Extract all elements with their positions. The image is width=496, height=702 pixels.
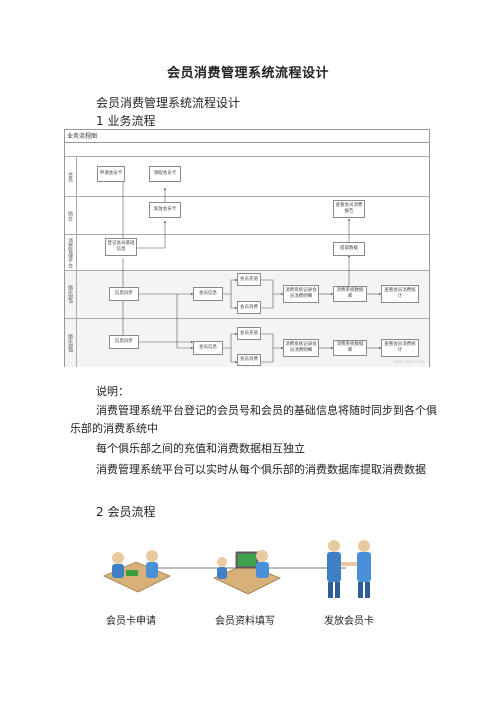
- lane-label: 会员: [65, 157, 77, 196]
- section-heading-business-flow: 1 业务流程: [96, 114, 156, 128]
- lane-label: 俱乐部A: [65, 271, 77, 318]
- lane-frontdesk: 前台: [65, 197, 429, 235]
- explanation-line-1: 消费管理系统平台登记的会员号和会员的基础信息将随时同步到各个俱乐部的消费系统中: [70, 404, 437, 435]
- box-issue-card: 发放会员卡: [149, 202, 181, 218]
- box-club-b-query: 查看会员消费统计: [381, 339, 419, 357]
- box-club-b-record: 消费系统记录会员消费明细: [283, 339, 319, 357]
- flowchart-header: 业务流程图: [65, 130, 429, 143]
- member-step-label: 发放会员卡: [324, 616, 374, 627]
- info-entry-icon: [213, 550, 281, 595]
- box-club-a-db: 消费系统数据库: [333, 286, 367, 302]
- member-step-label: 会员资料填写: [215, 616, 275, 627]
- box-club-a-recharge: 会员充值: [237, 273, 261, 286]
- lane-label: 消费管理平台: [65, 235, 77, 270]
- lane-platform: 消费管理平台: [65, 235, 429, 271]
- section-heading-member-flow: 2 会员流程: [96, 505, 156, 519]
- lane-member: 会员: [65, 157, 429, 197]
- card-application-icon: [103, 550, 171, 593]
- explanation-label: 说明：: [96, 385, 129, 398]
- box-club-b-recharge: 会员充值: [237, 327, 261, 340]
- box-apply-card: 申请会员卡: [97, 166, 125, 182]
- explanation-line-3: 消费管理系统平台可以实时从每个俱乐部的消费数据库提取消费数据: [96, 463, 426, 476]
- explanation-line-2: 每个俱乐部之间的充值和消费数据相互独立: [96, 442, 305, 455]
- box-club-b-sync: 信息同步: [109, 335, 139, 349]
- box-club-a-member-info: 会员信息: [193, 287, 223, 301]
- lane-label: 俱乐部B: [65, 319, 77, 367]
- member-flow-illustration: 会员卡申请 会员资料填写 发放会员卡: [96, 532, 408, 630]
- card-issue-handshake-icon: [327, 540, 371, 598]
- document-title: 会员消费管理系统流程设计: [166, 66, 329, 81]
- document-subtitle: 会员消费管理系统流程设计: [96, 96, 241, 110]
- member-step-label: 会员卡申请: [106, 616, 156, 627]
- box-receive-card: 领取会员卡: [149, 166, 181, 182]
- business-flowchart: 业务流程图 会员 前台 消费管理平台 俱乐部A 俱乐部B: [64, 129, 430, 367]
- member-flow-graphic: [103, 540, 371, 598]
- box-register-info: 登记会员基础信息: [105, 238, 137, 256]
- box-club-b-member-info: 会员信息: [193, 341, 223, 355]
- box-club-a-consume: 会员消费: [237, 301, 261, 314]
- box-query-report: 查看会员消费报告: [333, 200, 365, 218]
- box-club-a-record: 消费系统记录会员消费明细: [283, 285, 319, 303]
- lane-spacer: [65, 143, 429, 157]
- box-club-a-sync: 信息同步: [109, 287, 139, 301]
- flowchart-watermark: www.docin.com: [393, 359, 425, 364]
- box-club-a-query: 查看会员消费统计: [381, 285, 419, 303]
- box-club-b-consume: 会员消费: [237, 354, 261, 366]
- lane-label: 前台: [65, 197, 77, 234]
- box-club-b-db: 消费系统数据库: [333, 340, 367, 356]
- box-extract-data: 提取数据: [333, 242, 365, 256]
